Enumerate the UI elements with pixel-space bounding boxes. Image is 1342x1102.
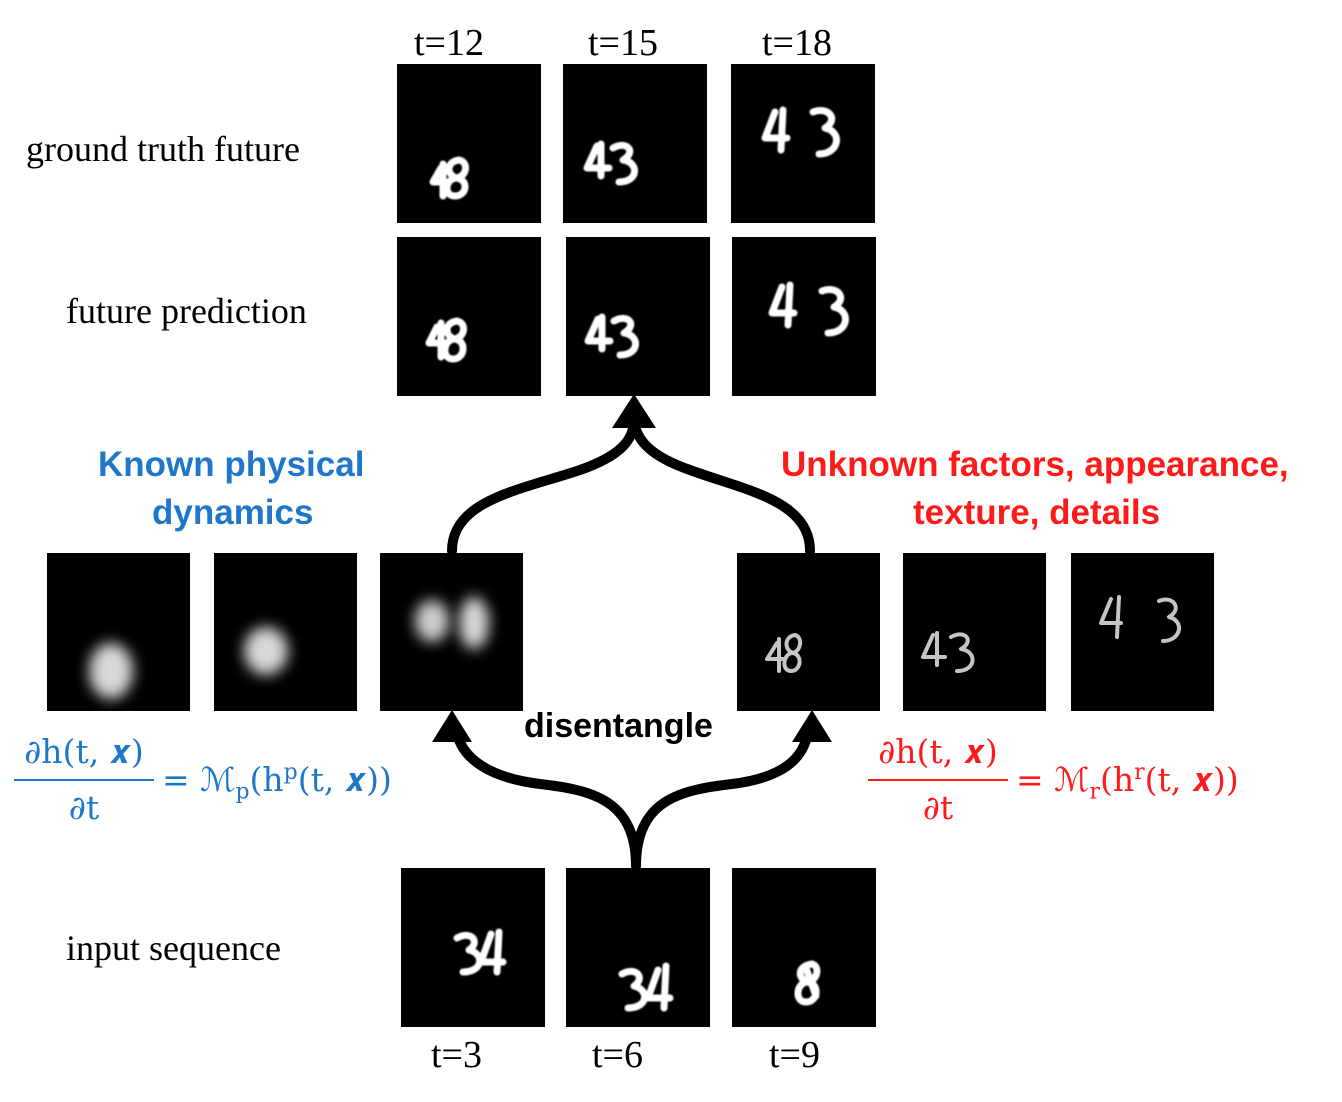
known-dynamics-label-line1: Known physical [98, 445, 365, 484]
equation-left-rhs: = ℳp(hp(t, 𝒙)) [162, 760, 392, 805]
row-label-prediction: future prediction [66, 291, 307, 331]
physical-frame-1 [47, 553, 190, 711]
row-label-ground-truth: ground truth future [26, 129, 300, 169]
time-label-t6: t=6 [592, 1034, 643, 1076]
unknown-factors-label-line1: Unknown factors, appearance, [781, 445, 1289, 484]
row-label-input: input sequence [66, 928, 281, 968]
input-frame-t9 [732, 868, 876, 1027]
arrowhead-physical [432, 710, 472, 742]
prediction-frame-t15 [566, 237, 710, 396]
arrow-to-physical [451, 723, 641, 871]
time-label-t3: t=3 [431, 1034, 482, 1076]
equation-left-denominator: ∂t [68, 788, 100, 827]
time-label-t15: t=15 [588, 22, 658, 64]
disentangle-label: disentangle [524, 707, 713, 745]
ground-truth-frame-t15 [563, 64, 707, 223]
equation-right-fraction-bar [868, 779, 1008, 781]
equation-unknown-factors: ∂h(t, 𝒙) ∂t = ℳr(hr(t, 𝒙)) [868, 732, 1308, 832]
physical-frame-2 [214, 553, 357, 711]
time-label-t18: t=18 [762, 22, 832, 64]
equation-known-dynamics: ∂h(t, 𝒙) ∂t = ℳp(hp(t, 𝒙)) [14, 732, 454, 832]
equation-left-fraction-bar [14, 779, 154, 781]
arrowhead-prediction [612, 394, 656, 428]
equation-left-numerator: ∂h(t, 𝒙) [24, 732, 144, 771]
residual-frame-3 [1071, 553, 1214, 711]
input-frame-t3 [401, 868, 545, 1027]
prediction-frame-t18 [732, 237, 876, 396]
arrow-from-physical [447, 415, 639, 556]
time-label-t12: t=12 [414, 22, 484, 64]
residual-frame-2 [903, 553, 1046, 711]
ground-truth-frame-t18 [731, 64, 875, 223]
arrowhead-residual [792, 710, 832, 742]
unknown-factors-label-line2: texture, details [913, 493, 1161, 532]
known-dynamics-label-line2: dynamics [152, 493, 314, 532]
equation-right-denominator: ∂t [922, 788, 954, 827]
time-label-t9: t=9 [769, 1034, 820, 1076]
prediction-frame-t12 [397, 237, 541, 396]
residual-frame-1 [737, 553, 880, 711]
arrow-to-residual [631, 723, 813, 871]
equation-right-rhs: = ℳr(hr(t, 𝒙)) [1016, 760, 1239, 805]
physical-frame-3 [380, 553, 523, 711]
equation-right-numerator: ∂h(t, 𝒙) [878, 732, 998, 771]
input-frame-t6 [566, 868, 710, 1027]
ground-truth-frame-t12 [397, 64, 541, 223]
arrow-from-residual [629, 415, 815, 556]
